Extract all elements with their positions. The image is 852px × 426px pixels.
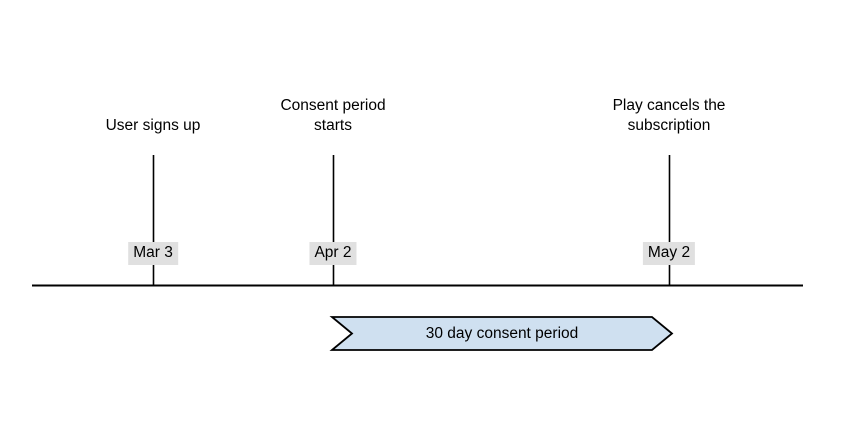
date-chip-apr-2: Apr 2 [309,242,357,265]
consent-period-band-shape [329,316,674,351]
date-chip-may-2: May 2 [642,242,696,265]
date-chip-mar-3: Mar 3 [128,242,178,265]
consent-period-band-label: 30 day consent period [425,325,579,342]
